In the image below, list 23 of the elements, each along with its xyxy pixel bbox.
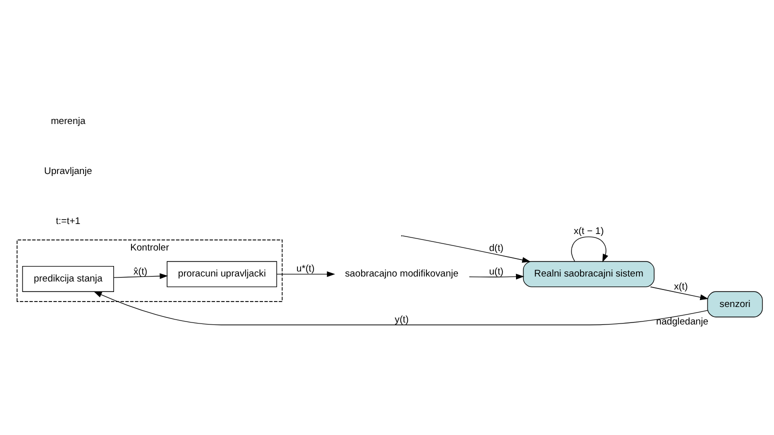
edge-label: d(t) <box>489 242 504 254</box>
node-label: nadgledanje <box>656 316 708 328</box>
arrow <box>571 236 608 262</box>
edge-label: x(t − 1) <box>574 226 604 237</box>
node-text: saobracajno modifikovanje <box>345 268 458 280</box>
label: t:=t+1 <box>56 215 80 226</box>
arrow <box>650 286 708 300</box>
node-box: senzori <box>707 290 763 317</box>
edge-label: x(t) <box>674 280 688 292</box>
arrow <box>468 273 524 280</box>
label: merenja <box>50 115 86 126</box>
edge-label: y(t) <box>394 314 409 325</box>
edge-label: u*(t) <box>296 263 315 274</box>
node-box: predikcija stanja <box>22 265 114 292</box>
node-box: proracuni upravljacki <box>166 260 278 287</box>
arrow <box>402 234 530 262</box>
edge-label: x̂(t) <box>133 266 148 277</box>
node-box: Realni saobracajni sistem <box>522 260 654 287</box>
arrow <box>94 290 708 325</box>
label: Upravljanje <box>44 165 92 176</box>
arrow <box>113 272 168 278</box>
edge-label: u(t) <box>489 266 504 277</box>
arrow <box>276 270 336 277</box>
